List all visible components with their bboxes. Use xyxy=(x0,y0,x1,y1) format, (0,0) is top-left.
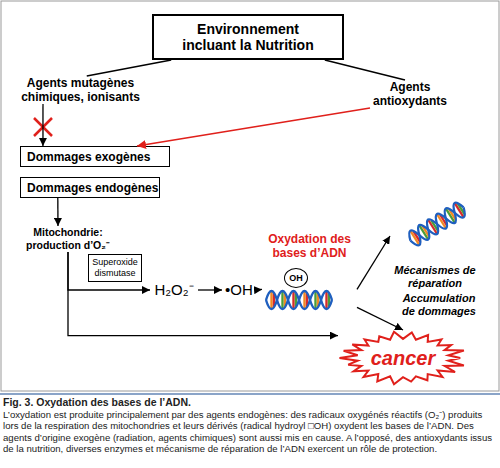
node-text: Oxydation des bases d’ADN xyxy=(262,232,357,260)
cross-stroke xyxy=(34,118,52,136)
base-pair xyxy=(292,291,294,309)
node-text: Agents antioxydants xyxy=(360,80,460,108)
damage-box: Dommages endogènes xyxy=(20,177,160,198)
figure-frame xyxy=(1,1,499,391)
damage-box: Dommages exogènes xyxy=(20,146,170,167)
base-pair xyxy=(270,291,272,309)
figure-caption: L’oxydation est produite principalement … xyxy=(3,409,497,455)
connector xyxy=(198,289,222,290)
cross-stroke xyxy=(34,118,52,136)
node-text: Dommages endogènes xyxy=(27,181,158,195)
connector xyxy=(68,252,150,290)
connector xyxy=(68,252,338,336)
connector xyxy=(256,289,262,291)
node-text: H₂O₂⁻ xyxy=(154,281,193,299)
node-text: cancer xyxy=(371,347,436,369)
environment-box: Environnement incluant la Nutrition xyxy=(152,14,344,60)
base-pair xyxy=(314,291,316,309)
dna-helix xyxy=(406,200,468,248)
node-text: •OH xyxy=(225,281,253,299)
base-pair xyxy=(281,291,283,309)
dna-strand xyxy=(406,200,468,248)
connector xyxy=(357,307,403,330)
figure-title: Fig. 3. Oxydation des bases de l’ADN. xyxy=(3,396,497,408)
molecule-label: H₂O₂⁻ xyxy=(150,281,198,299)
agent-label: Agents mutagènes chimiques, ionisants xyxy=(18,76,143,104)
base-pair xyxy=(303,291,305,309)
source-label: Mitochondrie: production d’O₂⁻ xyxy=(18,226,118,252)
base-pair xyxy=(325,291,327,309)
dna-node: Oxydation des bases d’ADN OH xyxy=(262,232,357,314)
node-text: Mécanismes de réparation xyxy=(390,264,480,290)
caption-rule xyxy=(0,393,500,395)
dna-strand xyxy=(266,291,332,309)
dna-strand xyxy=(406,200,468,248)
node-text: Dommages exogènes xyxy=(27,150,150,164)
repair-node: Mécanismes de réparation xyxy=(390,200,480,290)
connector xyxy=(325,60,405,80)
blocked-mark xyxy=(34,118,52,136)
molecule-label: •OH xyxy=(222,281,256,299)
enzyme-box: Superoxide dismutase xyxy=(88,254,142,282)
connector xyxy=(57,198,59,226)
connector xyxy=(357,236,390,289)
connector xyxy=(137,108,370,146)
connector xyxy=(42,104,43,146)
node-text: Environnement incluant la Nutrition xyxy=(176,21,321,53)
agent-label: Agents antioxydants xyxy=(360,80,460,108)
oh-circle: OH xyxy=(284,268,308,288)
burst-shape xyxy=(340,332,464,384)
node-text: Superoxide dismutase xyxy=(89,257,141,279)
dna-helix xyxy=(266,291,332,309)
connector xyxy=(87,60,171,76)
dna-strand xyxy=(266,291,332,309)
cancer-burst: cancer xyxy=(338,330,468,386)
node-text: Agents mutagènes chimiques, ionisants xyxy=(18,76,143,104)
node-text: Mitochondrie: production d’O₂⁻ xyxy=(18,226,118,252)
edge-label: Accumulation de dommages xyxy=(398,292,480,318)
node-text: OH xyxy=(289,273,303,283)
